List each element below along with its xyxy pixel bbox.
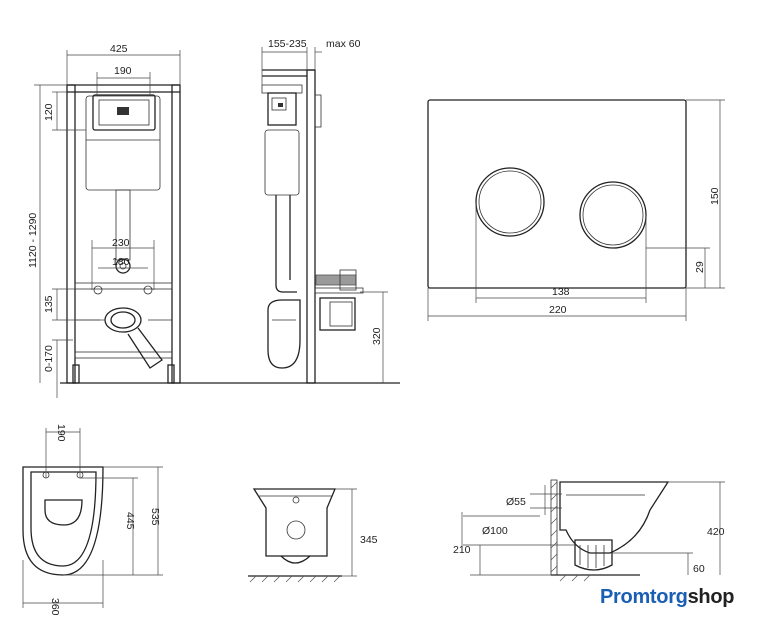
dim-220: 220 (549, 304, 567, 316)
dim-425: 425 (110, 43, 128, 55)
side-view-frame: 155-235 max 60 320 (261, 38, 388, 384)
dim-320: 320 (371, 327, 383, 345)
bowl-side-view: Ø55 Ø100 210 420 60 (453, 479, 725, 582)
dim-d100: Ø100 (482, 525, 508, 537)
dim-d55: Ø55 (506, 496, 526, 508)
dim-230: 230 (112, 237, 130, 249)
dim-210: 210 (453, 544, 471, 556)
dim-60: 60 (693, 563, 705, 575)
dim-360: 360 (49, 598, 61, 616)
dim-155-235: 155-235 (268, 38, 307, 50)
front-view-frame: 425 190 120 1120 - 1290 230 180 135 0-17… (27, 43, 400, 398)
dim-535: 535 (149, 508, 161, 526)
brand-part2: shop (687, 586, 735, 608)
dim-420: 420 (707, 526, 725, 538)
dim-135: 135 (43, 295, 55, 313)
dim-max-60: max 60 (326, 38, 361, 50)
dim-120: 120 (43, 103, 55, 121)
dim-150: 150 (709, 187, 721, 205)
dim-1120-1290: 1120 - 1290 (27, 213, 39, 268)
bowl-front-view: 345 (248, 488, 378, 583)
dim-29: 29 (694, 261, 706, 273)
dim-138: 138 (552, 286, 570, 298)
brand-part1: Promtorg (600, 586, 688, 608)
dim-bowl-190: 190 (55, 424, 67, 442)
dim-345: 345 (360, 534, 378, 546)
flush-plate: 150 29 138 220 (427, 99, 725, 321)
brand-logo[interactable]: Promtorgshop (600, 586, 734, 609)
dim-445: 445 (124, 512, 136, 530)
dim-0-170: 0-170 (43, 345, 55, 372)
dim-180: 180 (112, 256, 130, 268)
dim-190: 190 (114, 65, 132, 77)
bowl-top-view: 190 445 535 360 (22, 424, 163, 616)
